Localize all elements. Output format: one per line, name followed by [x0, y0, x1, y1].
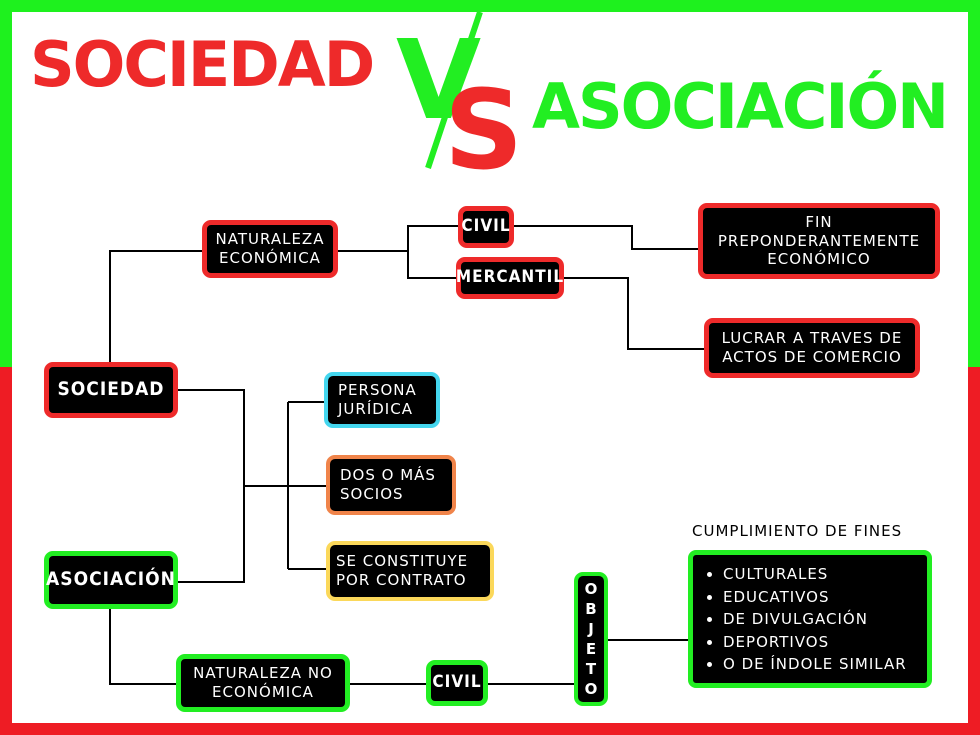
- fines-title: CUMPLIMIENTO DE FINES: [692, 522, 903, 540]
- fines-list-box: CULTURALES EDUCATIVOS DE DIVULGACIÓN DEP…: [688, 550, 932, 688]
- civil-asociacion-node: CIVIL: [426, 660, 488, 706]
- mercantil-node: MERCANTIL: [456, 257, 564, 299]
- fin-preponderante-node: FIN PREPONDERANTEMENTE ECONÓMICO: [698, 203, 940, 279]
- sociedad-node: SOCIEDAD: [44, 362, 178, 418]
- list-item: DEPORTIVOS: [723, 631, 927, 654]
- list-item: DE DIVULGACIÓN: [723, 608, 927, 631]
- list-item: EDUCATIVOS: [723, 586, 927, 609]
- vs-logo: V S: [396, 11, 522, 170]
- naturaleza-economica-node: NATURALEZA ECONÓMICA: [202, 220, 338, 278]
- persona-juridica-node: PERSONA JURÍDICA: [324, 372, 440, 428]
- title-sociedad: SOCIEDAD: [30, 28, 375, 101]
- dos-socios-node: DOS O MÁS SOCIOS: [326, 455, 456, 515]
- asociacion-node: ASOCIACIÓN: [44, 551, 178, 609]
- contrato-node: SE CONSTITUYE POR CONTRATO: [326, 541, 494, 601]
- lucrar-node: LUCRAR A TRAVES DE ACTOS DE COMERCIO: [704, 318, 920, 378]
- title-asociacion: ASOCIACIÓN: [532, 70, 949, 143]
- list-item: CULTURALES: [723, 563, 927, 586]
- list-item: O DE ÍNDOLE SIMILAR: [723, 653, 927, 676]
- civil-sociedad-node: CIVIL: [458, 206, 514, 248]
- naturaleza-no-economica-node: NATURALEZA NO ECONÓMICA: [176, 654, 350, 712]
